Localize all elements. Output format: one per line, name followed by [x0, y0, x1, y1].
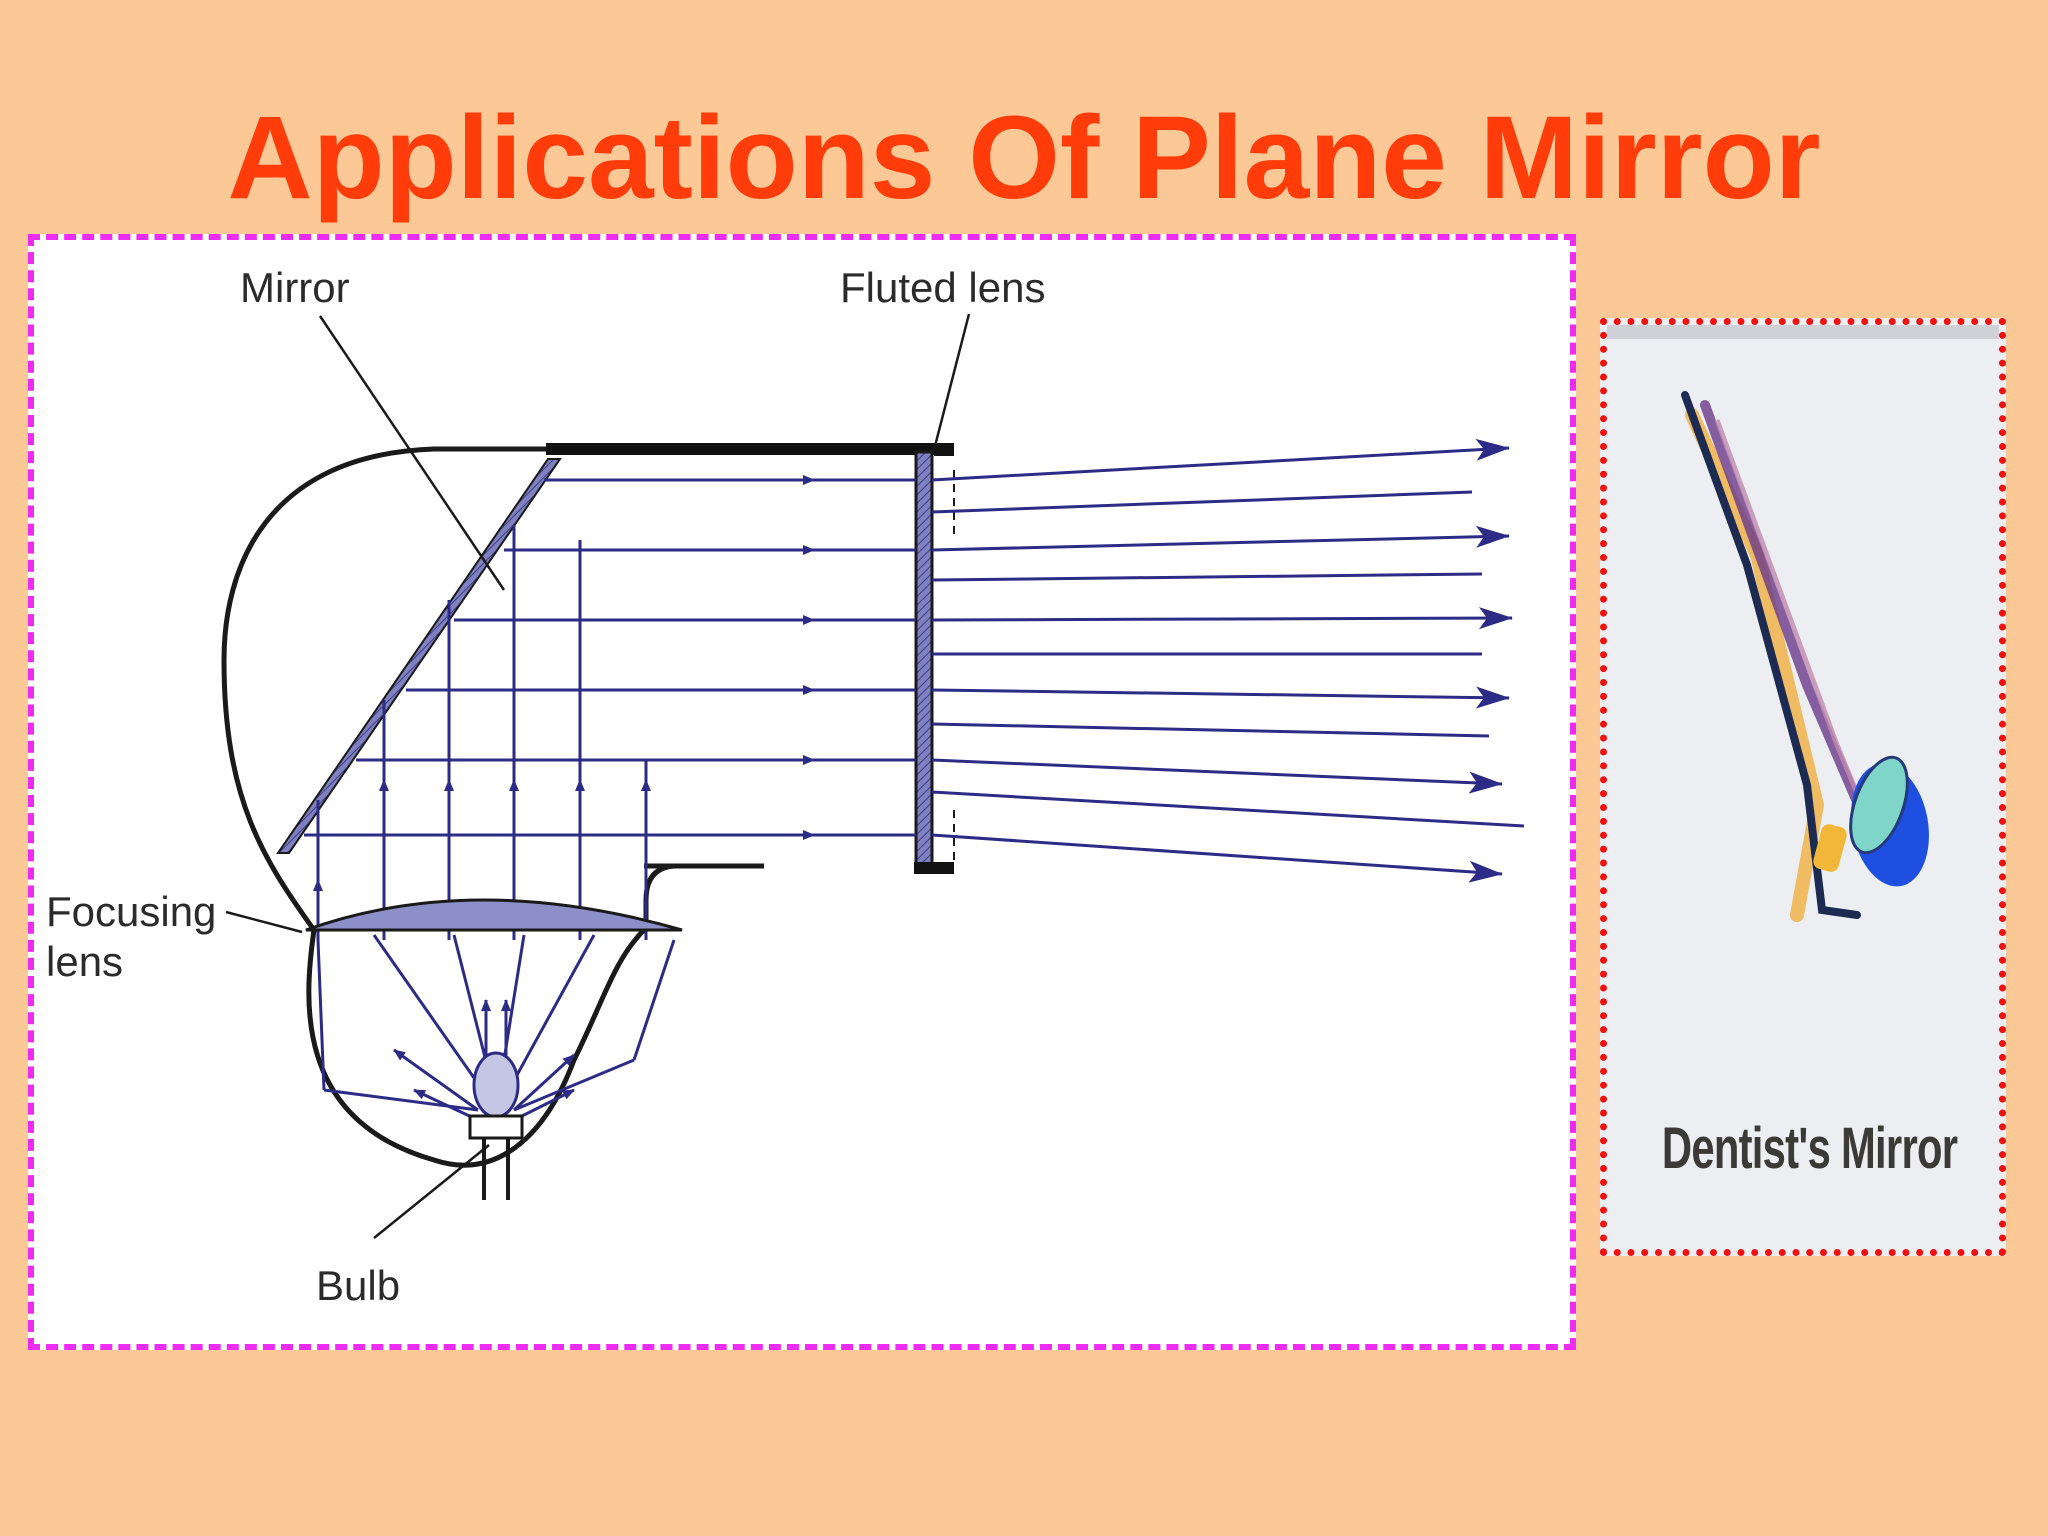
vertical-rays — [313, 525, 651, 940]
output-rays — [931, 438, 1525, 883]
headlight-diagram-frame: Mirror Fluted lens Focusing lens Bulb Pl… — [28, 234, 1576, 1350]
mirror-head-face — [1849, 755, 1909, 855]
dentist-mirror-photo — [1607, 325, 1999, 922]
mirror-head-yellow — [1813, 824, 1847, 872]
dental-tool-yellow — [1685, 408, 1825, 922]
dental-tool-dark — [1681, 391, 1861, 919]
label-leaders — [225, 313, 971, 1239]
diagram-caption-link[interactable]: Plane Mirror Head Light — [772, 1340, 1381, 1344]
bulb-icon — [468, 1051, 524, 1200]
label-mirror: Mirror — [240, 264, 350, 311]
label-bulb: Bulb — [316, 1262, 400, 1309]
label-fluted-lens: Fluted lens — [840, 264, 1045, 311]
fluted-lens — [914, 450, 934, 874]
label-focusing-lens-1: Focusing — [46, 888, 216, 935]
plane-mirror — [276, 458, 562, 854]
dental-tool-pink — [1714, 419, 1865, 806]
reflected-rays — [304, 475, 916, 840]
focusing-lens — [305, 898, 683, 932]
dentist-mirror-photo-frame: Dentist's Mirror — [1600, 318, 2006, 1256]
headlight-diagram: Mirror Fluted lens Focusing lens Bulb — [46, 264, 1525, 1309]
slide-title: Applications Of Plane Mirror — [227, 92, 1821, 224]
label-focusing-lens-2: lens — [46, 938, 123, 985]
photo-caption: Dentist's Mirror — [1661, 1116, 1958, 1181]
dental-tool-purple — [1700, 400, 1872, 830]
